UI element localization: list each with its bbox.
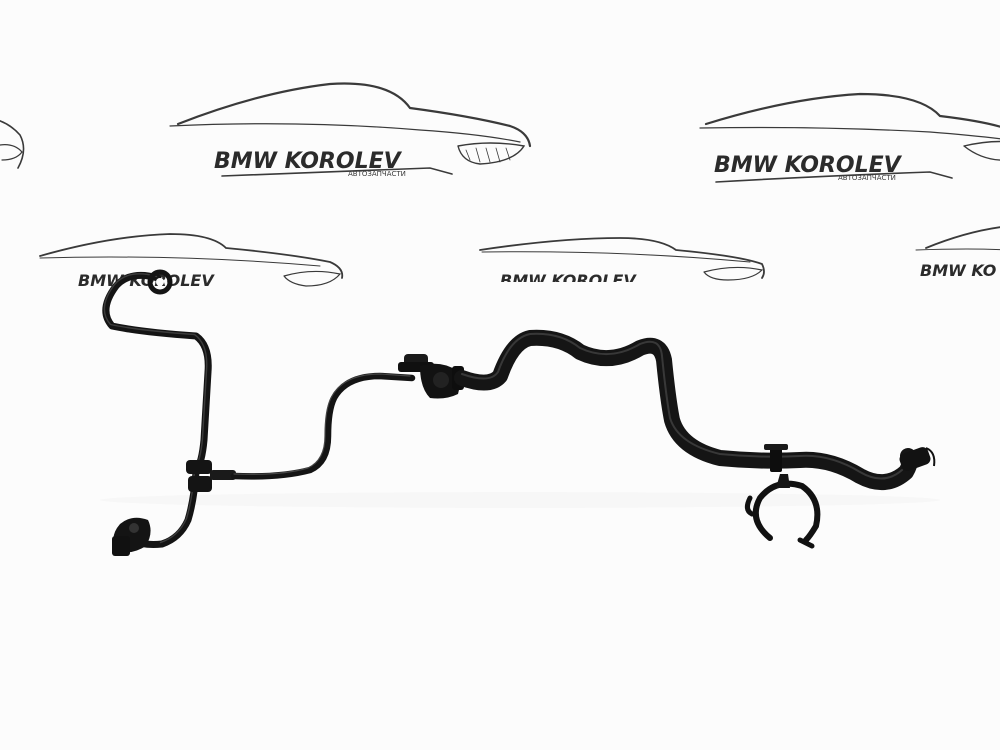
hose-clamp [764,444,788,472]
watermark-car-logo-partial-left [0,120,25,169]
watermark-subtitle-1: АВТОЗАПЧАСТИ [348,170,406,178]
watermark-car-logo-4: BMW KOROLEV [479,237,765,292]
watermark-car-logo-partial-right: BMW KO [915,226,1000,280]
watermark-car-logo-3: BMW KOROLEV [39,233,344,290]
right-hose-end [899,447,936,471]
watermark-brand-text-partial: BMW KO [920,261,997,280]
watermark-car-logo-2: BMW KOROLEV АВТОЗАПЧАСТИ [699,92,1000,183]
watermark-brand-text-2: BMW KOROLEV [714,153,903,178]
tee-junction [186,460,236,492]
watermark-subtitle-2: АВТОЗАПЧАСТИ [838,174,896,182]
hose-retaining-clip-icon [744,474,821,549]
watermark-brand-text-1: BMW KOROLEV [214,149,403,174]
black-rubber-hose-with-connectors-icon [102,269,936,556]
bottom-left-connector [112,517,151,556]
watermark-car-logo-1: BMW KOROLEV АВТОЗАПЧАСТИ [169,82,532,178]
